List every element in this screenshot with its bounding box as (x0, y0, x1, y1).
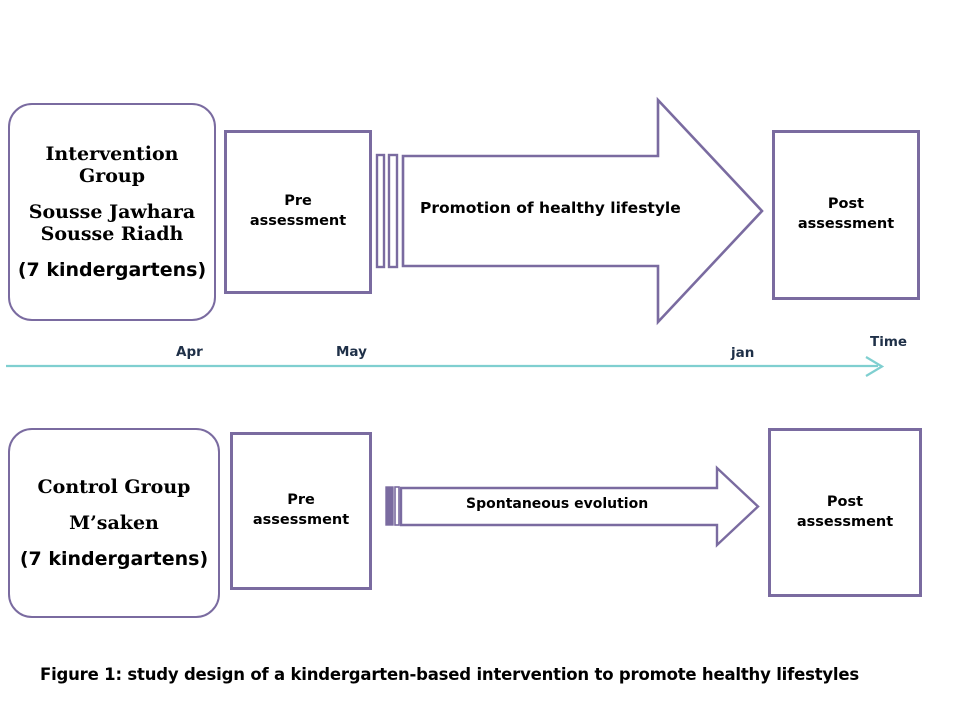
timeline-axis-label: Time (870, 334, 908, 350)
promotion-arrow-label: Promotion of healthy lifestyle (420, 199, 681, 217)
intervention-count-label: (7 kindergartens) (17, 259, 207, 282)
control-count-label: (7 kindergartens) (19, 548, 209, 571)
control-post-assessment-box: Post assessment (768, 428, 922, 597)
pre-assessment-line2: assessment (252, 512, 350, 528)
figure-caption: Figure 1: study design of a kindergarten… (40, 665, 860, 684)
spontaneous-arrow-label: Spontaneous evolution (466, 496, 649, 512)
control-title-line1: Control Group (37, 475, 191, 498)
control-tick-bar-1 (385, 486, 394, 526)
intervention-pre-assessment-box: Pre assessment (224, 130, 372, 294)
intervention-title-line2: Group (78, 164, 145, 187)
intervention-site-line2: Sousse Riadh (40, 223, 184, 246)
post-assessment-line1: Post (826, 493, 864, 510)
control-site-line1: M’saken (69, 512, 159, 534)
timeline-tick-may: May (336, 344, 367, 360)
control-group-box: Control Group M’saken (7 kindergartens) (8, 428, 220, 618)
intervention-title-line1: Intervention (45, 142, 179, 165)
pre-assessment-line1: Pre (287, 492, 315, 509)
post-assessment-line1: Post (827, 196, 865, 213)
intervention-tick-bar-1 (375, 153, 386, 269)
intervention-site-line1: Sousse Jawhara (28, 201, 196, 223)
post-assessment-line2: assessment (797, 216, 895, 232)
control-pre-assessment-box: Pre assessment (230, 432, 372, 590)
post-assessment-line2: assessment (796, 513, 894, 530)
pre-assessment-line1: Pre (284, 193, 312, 210)
timeline-tick-jan: jan (731, 345, 755, 361)
control-tick-bar-2 (394, 486, 400, 526)
intervention-tick-bar-2 (387, 153, 399, 269)
intervention-group-box: Intervention Group Sousse Jawhara Sousse… (8, 103, 216, 321)
timeline-arrowhead-icon (865, 356, 885, 377)
intervention-post-assessment-box: Post assessment (772, 130, 920, 300)
timeline-tick-apr: Apr (176, 344, 203, 360)
pre-assessment-line2: assessment (249, 213, 347, 229)
